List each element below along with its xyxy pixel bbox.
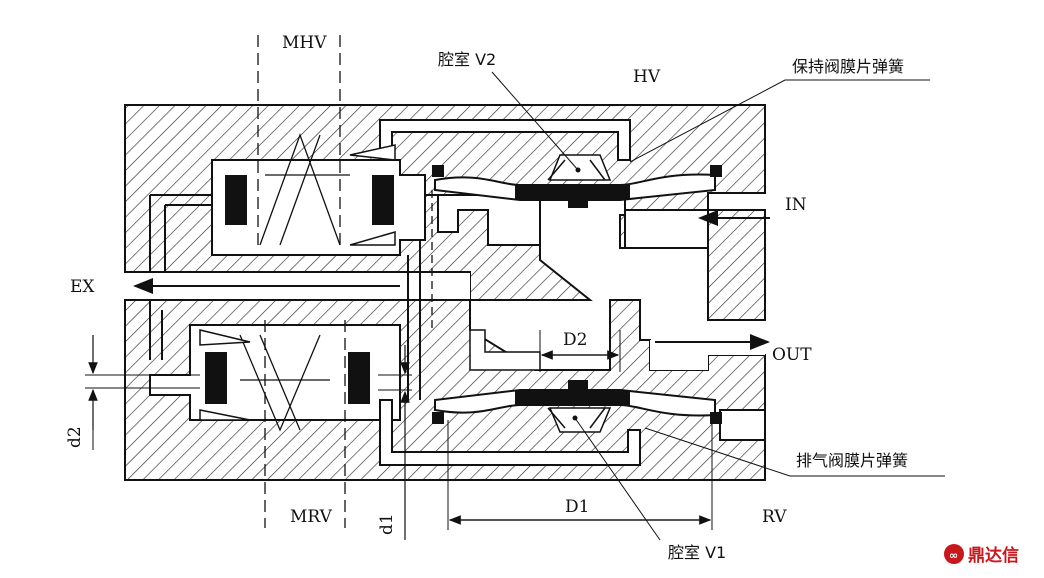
- chamber-v2-leader: [491, 71, 579, 171]
- mrv-coil-left: [205, 352, 227, 404]
- hv-diaphragm: [432, 154, 722, 208]
- d1-lower-dimension: [378, 345, 412, 540]
- mhv-spring: [259, 133, 350, 246]
- lower-passage: [149, 300, 163, 360]
- inner-channel-a: [425, 194, 541, 246]
- ex-label: EX: [70, 277, 95, 297]
- chamber-v1-leader: [574, 417, 661, 541]
- d1-upper-label: D1: [565, 497, 589, 517]
- d2-upper-label: D2: [563, 330, 587, 350]
- mrv-coil-right: [348, 352, 370, 404]
- watermark-logo: ∞ 鼎达信: [944, 544, 1019, 566]
- upper-passage: [149, 194, 212, 272]
- holding-spring-label: 保持阀膜片弹簧: [792, 57, 904, 76]
- rv-diaphragm: [432, 380, 722, 433]
- chamber-v2-label: 腔室 V2: [438, 50, 496, 69]
- right-notch: [719, 409, 766, 441]
- d2-lower-label: d2: [65, 426, 85, 448]
- rv-port: [650, 340, 765, 370]
- exhaust-spring-leader: [644, 427, 945, 477]
- vertical-passage: [407, 240, 421, 400]
- mhv-coil-left: [225, 175, 247, 225]
- rv-label: RV: [762, 507, 787, 527]
- upper-channel: [379, 119, 631, 161]
- d2-upper-dimension: [539, 330, 621, 372]
- hv-label: HV: [633, 67, 661, 87]
- d2-lower-dimension: [85, 335, 200, 450]
- mrv-label: MRV: [290, 507, 333, 527]
- mrv-spring: [239, 334, 330, 432]
- exhaust-spring-label: 排气阀膜片弹簧: [796, 451, 908, 470]
- lower-inner-channel: [469, 329, 541, 371]
- mhv-coil-right: [372, 175, 394, 225]
- svg-text:∞: ∞: [949, 549, 958, 562]
- mhv-label: MHV: [282, 33, 327, 53]
- d1-lower-label: d1: [377, 513, 397, 535]
- in-port: [624, 209, 709, 249]
- chamber-v1-label: 腔室 V1: [668, 543, 726, 562]
- in-label: IN: [785, 195, 807, 215]
- d1-upper-dimension: [447, 420, 713, 530]
- holding-spring-leader: [629, 79, 930, 163]
- out-label: OUT: [772, 345, 812, 365]
- lower-channel: [379, 399, 641, 466]
- watermark-text: 鼎达信: [968, 545, 1019, 566]
